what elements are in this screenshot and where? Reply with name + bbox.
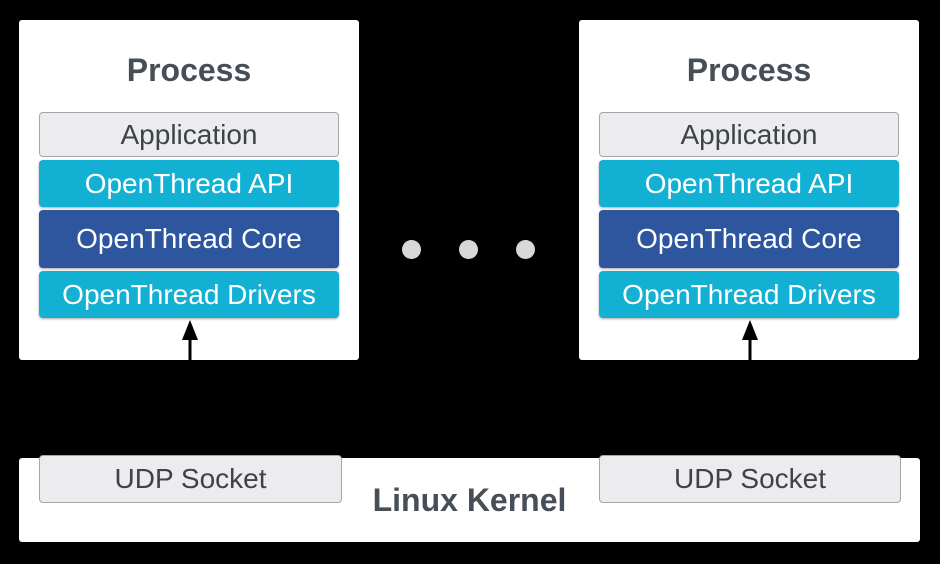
udp-socket-left: UDP Socket [39,455,342,503]
process-card-left: Process Application OpenThread API OpenT… [19,20,359,360]
layer-openthread-core: OpenThread Core [39,210,339,268]
linux-kernel-bar: Linux Kernel UDP Socket UDP Socket [19,455,920,542]
layer-openthread-api: OpenThread API [599,160,899,207]
ellipsis-dot [402,240,421,259]
layer-application: Application [39,112,339,157]
layer-openthread-core: OpenThread Core [599,210,899,268]
layer-openthread-api: OpenThread API [39,160,339,207]
kernel-title: Linux Kernel [372,482,567,518]
process-title: Process [686,52,812,88]
ellipsis-dot [516,240,535,259]
layer-application: Application [599,112,899,157]
arrow-up-icon [742,320,758,360]
process-title: Process [126,52,252,88]
layer-openthread-drivers: OpenThread Drivers [599,271,899,318]
arrow-up-icon [182,320,198,360]
layer-openthread-drivers: OpenThread Drivers [39,271,339,318]
ellipsis-dot [459,240,478,259]
udp-socket-right: UDP Socket [599,455,901,503]
process-card-right: Process Application OpenThread API OpenT… [579,20,919,360]
